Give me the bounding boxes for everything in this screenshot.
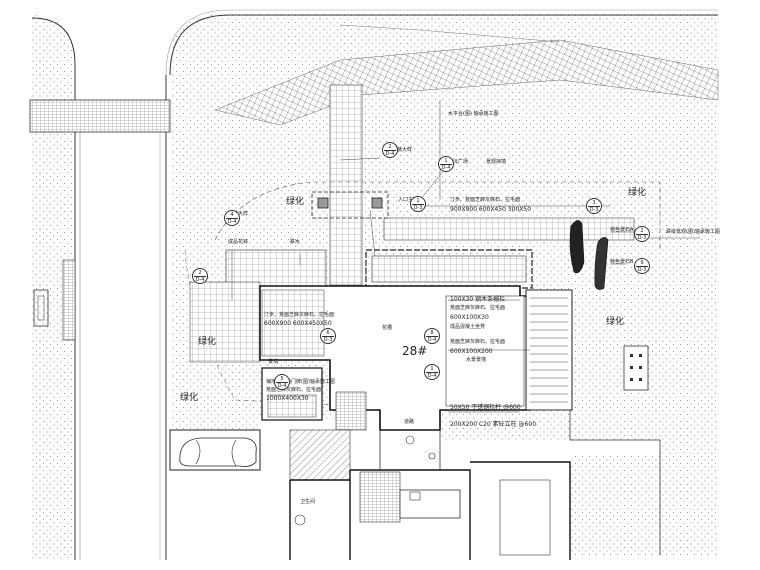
note-stepping-stone-2: 汀步、荒面芝麻灰麻石、拉毛面	[264, 312, 335, 318]
note-concrete-post: 200X200 C20 素砼立柱 @600	[450, 421, 537, 428]
note-bench: 成品混凝土坐凳	[450, 324, 486, 330]
note-entry-sign: 铺地灰入口门牌(图)轴承施工图	[266, 379, 335, 385]
greening-label-5: 绿化	[180, 393, 199, 403]
note-feature-rock-b: 特色景石B	[610, 259, 634, 265]
note-granite-finish: 荒面芝麻灰麻石、拉毛面	[450, 305, 506, 311]
note-sunken-plaza: 下沉广场	[448, 159, 469, 165]
note-planter: 成品花钵	[228, 239, 249, 245]
note-stepping-stone: 汀步、荒面芝麻灰麻石、拉毛面	[450, 197, 521, 203]
greening-label-4: 绿化	[198, 337, 217, 347]
note-restroom: 卫生间	[300, 499, 316, 505]
note-paving-detail: 铺装大样	[392, 147, 413, 153]
greening-label-1: 绿化	[628, 188, 647, 198]
note-granite-finish-3: 荒面芝麻灰麻石、拉毛面	[266, 387, 322, 393]
note-road: 道路	[404, 419, 415, 425]
note-landscape-wall: 景观挡墙	[486, 159, 507, 165]
note-feature-wall: 景墙	[268, 359, 279, 365]
note-entrance-paving: 入口主铺	[398, 197, 419, 203]
note-water-wall: 水景景墙	[466, 357, 487, 363]
note-stepping-size-2: 600X900 600X450X50	[264, 320, 332, 327]
greening-label-3: 绿化	[286, 197, 305, 207]
note-feature-rock-a: 特色景石A	[610, 227, 634, 233]
building-number: 28#	[402, 344, 428, 358]
note-granite-size-3: 1000X400X30	[266, 395, 309, 402]
note-granite-size: 600X100X30	[450, 314, 489, 321]
note-stepped-landscape: 跌级景观(图)轴承施工图	[666, 229, 720, 235]
note-granite-size-2: 600X100X200	[450, 348, 493, 355]
note-water-platform: 水平台(图) 轴承施工图	[448, 111, 499, 117]
note-timber-fence: 100X30 钢木条栅栏	[450, 296, 506, 303]
note-flower-bed: 花槽	[382, 325, 393, 331]
note-stepping-size: 900X900 600X450 300X50	[450, 206, 532, 213]
greening-label-2: 绿化	[606, 317, 625, 327]
note-granite-finish-2: 荒面芝麻灰麻石、拉毛面	[450, 339, 506, 345]
note-steel-railing: 50X50 不锈钢栏杆 @600	[450, 404, 521, 411]
note-cascade: 跌水	[290, 239, 301, 245]
